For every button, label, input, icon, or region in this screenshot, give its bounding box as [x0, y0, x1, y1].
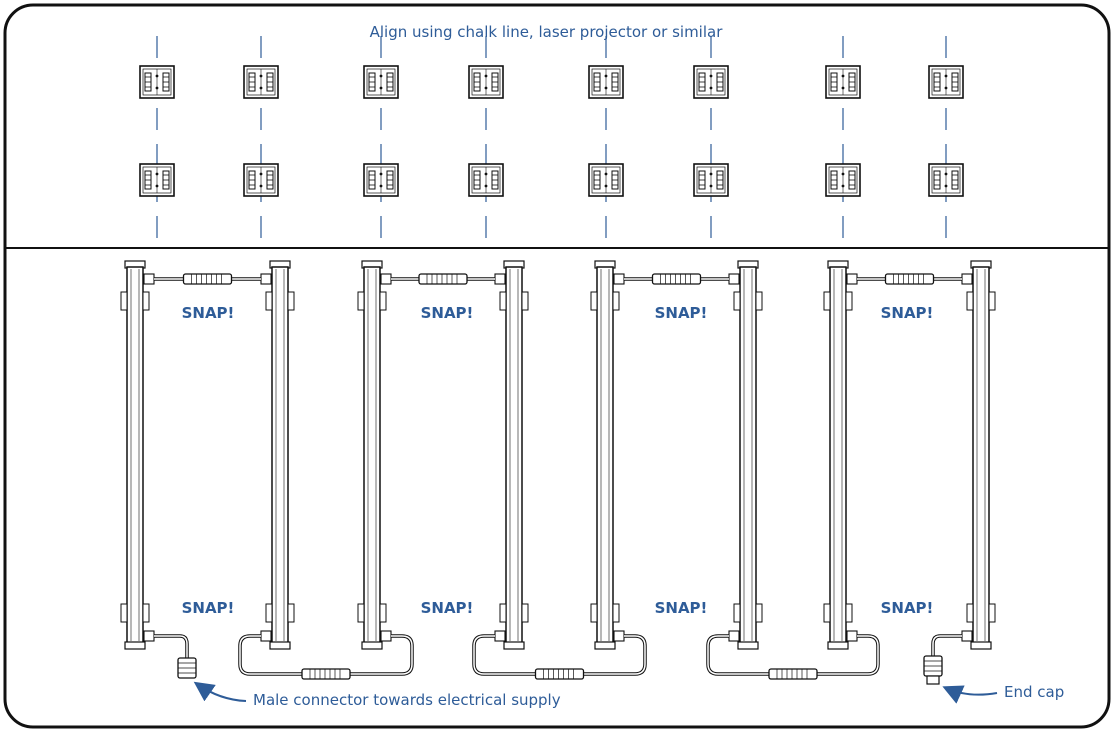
mounting-bracket: [243, 65, 279, 99]
light-bar: [265, 260, 295, 650]
connector-nut: [260, 630, 272, 642]
connector-nut: [143, 273, 155, 285]
mounting-bracket: [825, 65, 861, 99]
snap-label: SNAP!: [881, 304, 934, 322]
inline-connector: [534, 668, 585, 680]
mounting-bracket: [363, 65, 399, 99]
mounting-bracket: [468, 65, 504, 99]
connector-nut: [961, 273, 973, 285]
mounting-bracket: [588, 65, 624, 99]
end-cap-arrow: [942, 685, 998, 704]
mounting-bracket: [693, 65, 729, 99]
male-connector: [177, 657, 197, 679]
inline-connector: [301, 668, 351, 680]
alignment-instruction: Align using chalk line, laser projector …: [370, 23, 724, 41]
connector-nut: [613, 630, 625, 642]
snap-label: SNAP!: [655, 599, 708, 617]
snap-label: SNAP!: [421, 304, 474, 322]
mounting-bracket: [693, 163, 729, 197]
male-connector-label: Male connector towards electrical supply: [253, 691, 561, 709]
inline-connector: [651, 273, 702, 285]
light-bar: [590, 260, 620, 650]
connector-nut: [728, 273, 740, 285]
end-cap-callout: End cap: [942, 683, 1064, 704]
mounting-bracket: [825, 163, 861, 197]
inline-connector: [418, 273, 468, 285]
light-bar: [499, 260, 529, 650]
inline-connector: [768, 668, 818, 680]
light-bars: [120, 260, 996, 650]
mounting-bracket: [139, 163, 175, 197]
connector-nut: [613, 273, 625, 285]
mounting-bracket: [928, 65, 964, 99]
snap-label: SNAP!: [182, 599, 235, 617]
mounting-bracket: [588, 163, 624, 197]
mounting-bracket: [243, 163, 279, 197]
connector-nut: [961, 630, 973, 642]
mounting-bracket: [928, 163, 964, 197]
light-bar: [357, 260, 387, 650]
mounting-bracket: [468, 163, 504, 197]
snap-label: SNAP!: [421, 599, 474, 617]
light-bar: [823, 260, 853, 650]
snap-label: SNAP!: [182, 304, 235, 322]
connector-nut: [494, 630, 506, 642]
light-bar: [733, 260, 763, 650]
mounting-bracket: [139, 65, 175, 99]
connector-nut: [728, 630, 740, 642]
snap-label: SNAP!: [881, 599, 934, 617]
light-bar: [966, 260, 996, 650]
inline-connector: [182, 273, 233, 285]
connector-nut: [380, 273, 392, 285]
connector-nut: [494, 273, 506, 285]
mounting-bracket: [363, 163, 399, 197]
male-connector-callout: Male connector towards electrical supply: [193, 681, 561, 709]
connector-nut: [846, 273, 858, 285]
outer-frame: [3, 3, 1111, 729]
snap-label: SNAP!: [655, 304, 708, 322]
mounting-brackets: [139, 65, 964, 197]
snap-labels: SNAP! SNAP! SNAP! SNAP! SNAP! SNAP! SNAP! SNAP!: [182, 304, 934, 617]
connector-nut: [143, 630, 155, 642]
end-cap-label: End cap: [1004, 683, 1064, 701]
connector-nut: [260, 273, 272, 285]
light-bar: [120, 260, 150, 650]
connector-nut: [846, 630, 858, 642]
inline-connector: [884, 273, 935, 285]
connector-nut: [380, 630, 392, 642]
connector-cables: [143, 273, 973, 685]
male-connector-arrow: [193, 681, 247, 702]
end-cap: [923, 655, 943, 685]
